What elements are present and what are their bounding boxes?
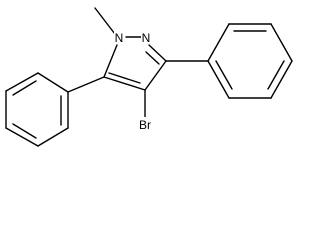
bond-ph1-d bbox=[270, 60, 293, 99]
bond-c4-c5 bbox=[103, 76, 146, 91]
bond-ph2-e bbox=[37, 127, 69, 147]
atom-label-n2: N bbox=[142, 31, 151, 45]
bond-ph1-inner-2 bbox=[267, 60, 285, 90]
atom-label-n1: N bbox=[115, 31, 124, 45]
bond-c5-phenyl-left bbox=[67, 76, 105, 93]
bond-ph2-a bbox=[37, 72, 69, 93]
bond-ph2-inner-2 bbox=[12, 123, 37, 139]
structure-canvas: N N Br bbox=[5, 7, 293, 147]
bond-ph2-inner-1 bbox=[12, 80, 37, 96]
atom-label-br: Br bbox=[139, 118, 151, 132]
bond-ph1-f bbox=[207, 60, 230, 99]
atom-n1-bg bbox=[114, 31, 124, 44]
bond-ph1-inner-3 bbox=[215, 60, 233, 90]
bond-c3-c4 bbox=[144, 60, 167, 91]
bond-n2-c3 bbox=[148, 44, 167, 62]
bond-c4-c5-inner bbox=[108, 72, 141, 84]
atom-br-bg bbox=[135, 117, 155, 131]
bond-ph2-b bbox=[5, 72, 39, 92]
atom-n2-bg bbox=[141, 31, 152, 44]
bond-ph2-d bbox=[5, 127, 39, 147]
bond-ph1-a bbox=[207, 23, 230, 62]
bond-c5-n1 bbox=[103, 44, 118, 78]
molecule-structure: N N Br bbox=[5, 7, 293, 147]
phenyl-ring-left bbox=[5, 72, 69, 147]
phenyl-ring-right bbox=[207, 23, 293, 99]
bond-ph1-c bbox=[270, 23, 293, 62]
bond-n2-c3-inner bbox=[145, 51, 160, 65]
